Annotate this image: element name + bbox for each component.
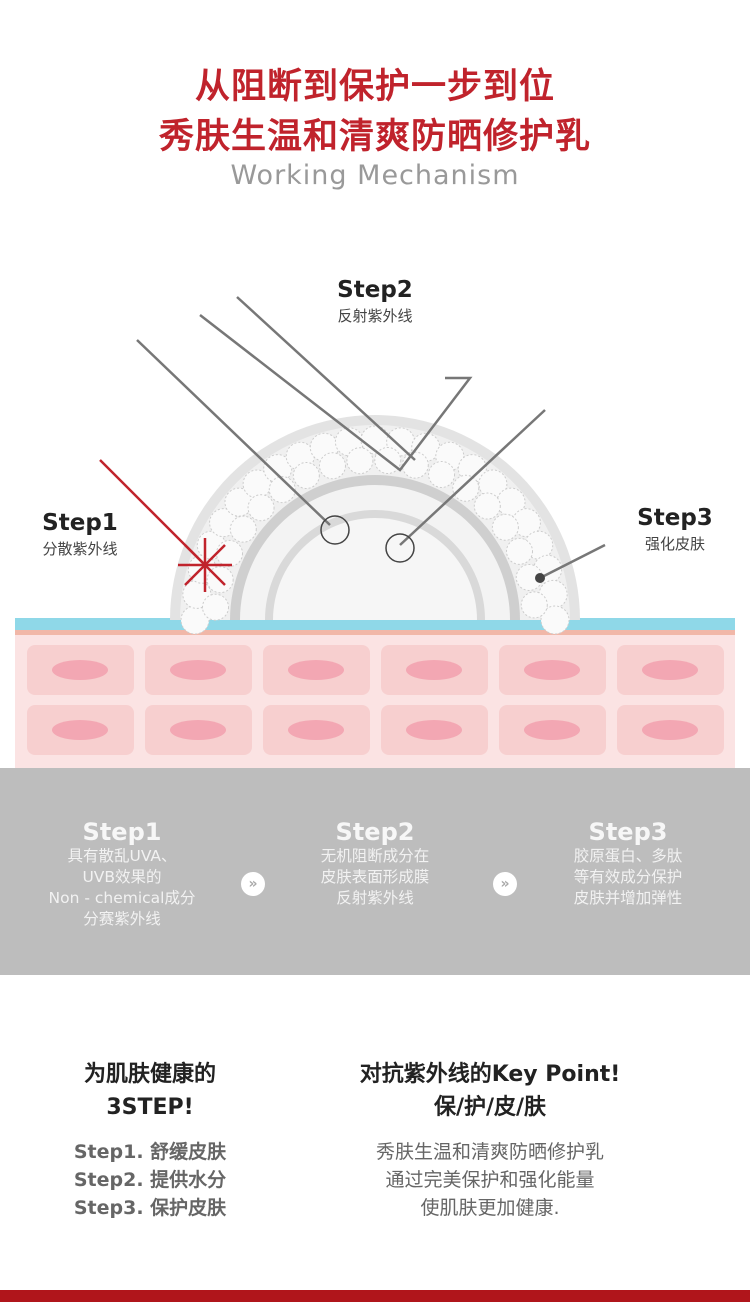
chevron-right-icon: » [241, 872, 265, 896]
cell-nucleus [406, 660, 462, 680]
bottom-left-heading: 3STEP! [106, 1095, 194, 1120]
panel-text: 皮肤表面形成膜 [320, 868, 430, 886]
cell-nucleus [524, 720, 580, 740]
bottom-left-heading: 为肌肤健康的 [83, 1062, 216, 1087]
bottom-right-text: 使肌肤更加健康. [420, 1197, 560, 1219]
collagen-ball [491, 513, 519, 541]
panel-text: 胶原蛋白、多肽 [573, 847, 683, 865]
cell-nucleus [288, 660, 344, 680]
title-line2: 秀肤生温和清爽防晒修护乳 [158, 117, 591, 157]
collagen-ball [268, 476, 296, 504]
collagen-ball [318, 452, 346, 480]
cell-nucleus [642, 720, 698, 740]
step-item: Step3. 保护皮肤 [73, 1197, 227, 1219]
panel-text: 分赛紫外线 [83, 910, 161, 928]
collagen-ball [216, 539, 244, 567]
panel-text: 具有散乱UVA、 [67, 847, 177, 865]
collagen-ball [202, 593, 230, 621]
collagen-ball [520, 591, 548, 619]
dome [170, 415, 580, 635]
label-step3: Step3 强化皮肤 [615, 505, 735, 554]
step3-desc: 强化皮肤 [644, 535, 705, 553]
collagen-ball [428, 461, 456, 489]
uv-rays [136, 296, 606, 580]
cell-nucleus [288, 720, 344, 740]
panel-step2-title: Step2 [335, 818, 415, 846]
bottom-right-text: 秀肤生温和清爽防晒修护乳 [375, 1141, 604, 1163]
collagen-ball [247, 494, 275, 522]
collagen-ball [401, 451, 429, 479]
panel-text: 等有效成分保护 [573, 868, 683, 886]
cell-nucleus [642, 660, 698, 680]
panel-step1-title: Step1 [82, 818, 162, 846]
subtitle: Working Mechanism [230, 160, 520, 191]
title-line1: 从阻断到保护一步到位 [194, 67, 555, 107]
collagen-ball [346, 447, 374, 475]
cell-nucleus [524, 660, 580, 680]
collagen-ball [506, 537, 534, 565]
cell-nucleus [170, 660, 226, 680]
step-item: Step2. 提供水分 [73, 1169, 227, 1191]
bottom-right-heading: 对抗紫外线的Key Point! [359, 1062, 621, 1087]
panel-step3-title: Step3 [588, 818, 668, 846]
bottom-right-text: 通过完美保护和强化能量 [385, 1169, 595, 1191]
collagen-ball [473, 492, 501, 520]
step2-title: Step2 [337, 277, 413, 303]
chevron-right-icon: » [493, 872, 517, 896]
bottom-right-heading: 保/护/皮/肤 [433, 1095, 547, 1120]
panel-text: 无机阻断成分在 [320, 847, 430, 865]
step2-desc: 反射紫外线 [337, 307, 413, 325]
step3-title: Step3 [637, 505, 713, 531]
collagen-ball [452, 474, 480, 502]
collagen-ball [292, 461, 320, 489]
steps-panel: Step1 具有散乱UVA、 UVB效果的 Non - chemical成分 分… [0, 768, 750, 975]
panel-step1: Step1 具有散乱UVA、 UVB效果的 Non - chemical成分 分… [12, 818, 232, 930]
panel-step3: Step3 胶原蛋白、多肽 等有效成分保护 皮肤并增加弹性 [518, 818, 738, 909]
label-step2: Step2 反射紫外线 [300, 277, 450, 326]
panel-step2: Step2 无机阻断成分在 皮肤表面形成膜 反射紫外线 [265, 818, 485, 909]
panel-text: Non - chemical成分 [48, 889, 196, 907]
step1-desc: 分散紫外线 [42, 540, 118, 558]
bottom-right: 对抗紫外线的Key Point! 保/护/皮/肤 秀肤生温和清爽防晒修护乳 通过… [300, 1058, 680, 1222]
collagen-ball [540, 605, 570, 635]
scatter-icon [178, 538, 232, 592]
step1-title: Step1 [42, 510, 118, 536]
collagen-ball [229, 515, 257, 543]
label-step1: Step1 分散紫外线 [20, 510, 140, 559]
cell-nucleus [52, 660, 108, 680]
cell-nucleus [406, 720, 462, 740]
panel-text: 皮肤并增加弹性 [573, 889, 683, 907]
panel-text: UVB效果的 [82, 868, 162, 886]
footer-bar [0, 1290, 750, 1302]
cell-nucleus [52, 720, 108, 740]
cell-nucleus [170, 720, 226, 740]
collagen-ball [511, 508, 541, 538]
mechanism-diagram [15, 296, 735, 768]
bottom-left: 为肌肤健康的 3STEP! Step1. 舒缓皮肤 Step2. 提供水分 St… [40, 1058, 260, 1222]
step-item: Step1. 舒缓皮肤 [73, 1141, 227, 1163]
panel-text: 反射紫外线 [336, 889, 414, 907]
